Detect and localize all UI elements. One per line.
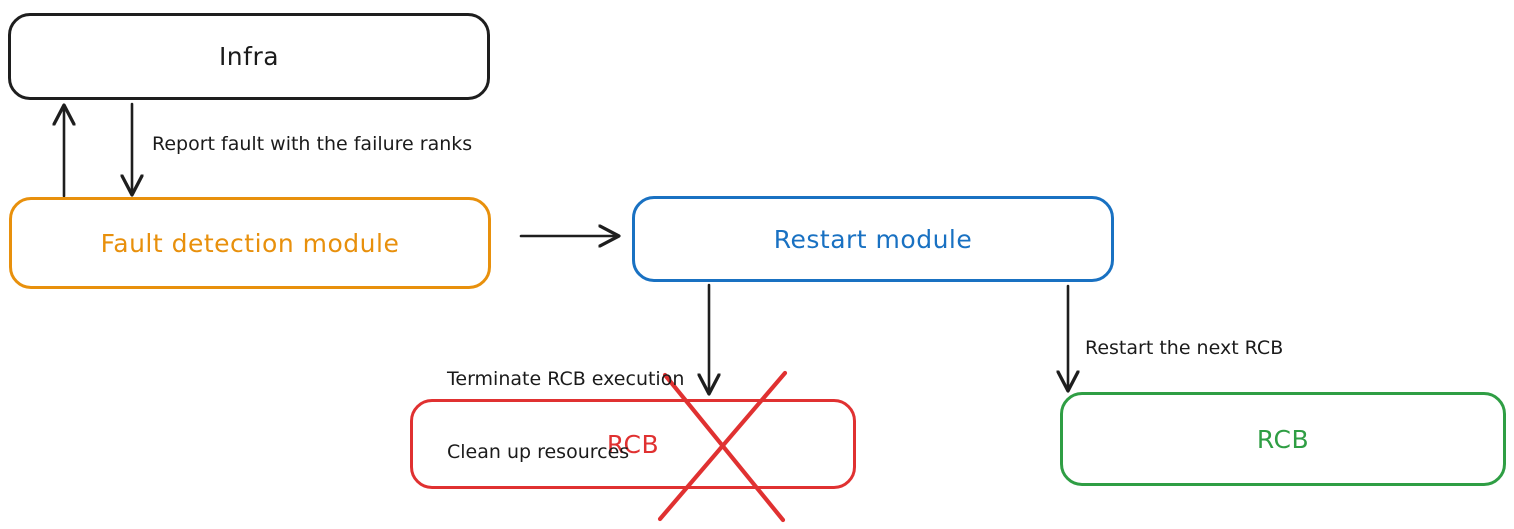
node-infra[interactable]: Infra bbox=[8, 13, 490, 100]
node-restart-module[interactable]: Restart module bbox=[632, 196, 1114, 282]
node-rcb-failed-label: RCB bbox=[606, 429, 660, 459]
node-infra-label: Infra bbox=[218, 42, 280, 71]
node-fault-detection-module[interactable]: Fault detection module bbox=[9, 197, 491, 289]
edge-label-terminate-line-1: Terminate RCB execution bbox=[447, 367, 685, 390]
edge-label-restart-next-rcb: Restart the next RCB bbox=[1085, 337, 1284, 359]
node-fault-detection-module-label: Fault detection module bbox=[100, 228, 400, 258]
node-restart-module-label: Restart module bbox=[773, 224, 973, 254]
node-rcb-failed[interactable]: RCB bbox=[410, 399, 856, 489]
node-rcb-next-label: RCB bbox=[1256, 424, 1310, 454]
edge-label-report-fault: Report fault with the failure ranks bbox=[152, 133, 473, 155]
node-rcb-next[interactable]: RCB bbox=[1060, 392, 1506, 486]
edge-label-terminate-rcb: Terminate RCB execution Clean up resourc… bbox=[447, 318, 684, 513]
edge-label-terminate-line-2: Clean up resources bbox=[447, 440, 630, 463]
